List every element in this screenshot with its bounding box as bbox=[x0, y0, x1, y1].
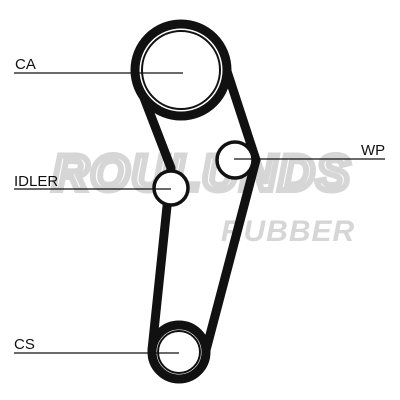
pulley-idler bbox=[152, 169, 190, 207]
labels: CA WP IDLER CS bbox=[14, 56, 385, 353]
label-wp: WP bbox=[361, 142, 385, 159]
label-cs: CS bbox=[14, 336, 35, 353]
watermark-line1: ROULUNDS bbox=[52, 145, 351, 201]
label-idler: IDLER bbox=[14, 173, 58, 190]
pulley-cs bbox=[157, 330, 201, 374]
watermark: ROULUNDS RUBBER bbox=[49, 142, 354, 248]
pulley-wp bbox=[215, 140, 255, 180]
label-ca: CA bbox=[15, 56, 36, 73]
leader-lines bbox=[14, 72, 385, 354]
pulley-ca bbox=[141, 30, 221, 110]
pulleys bbox=[141, 30, 255, 374]
